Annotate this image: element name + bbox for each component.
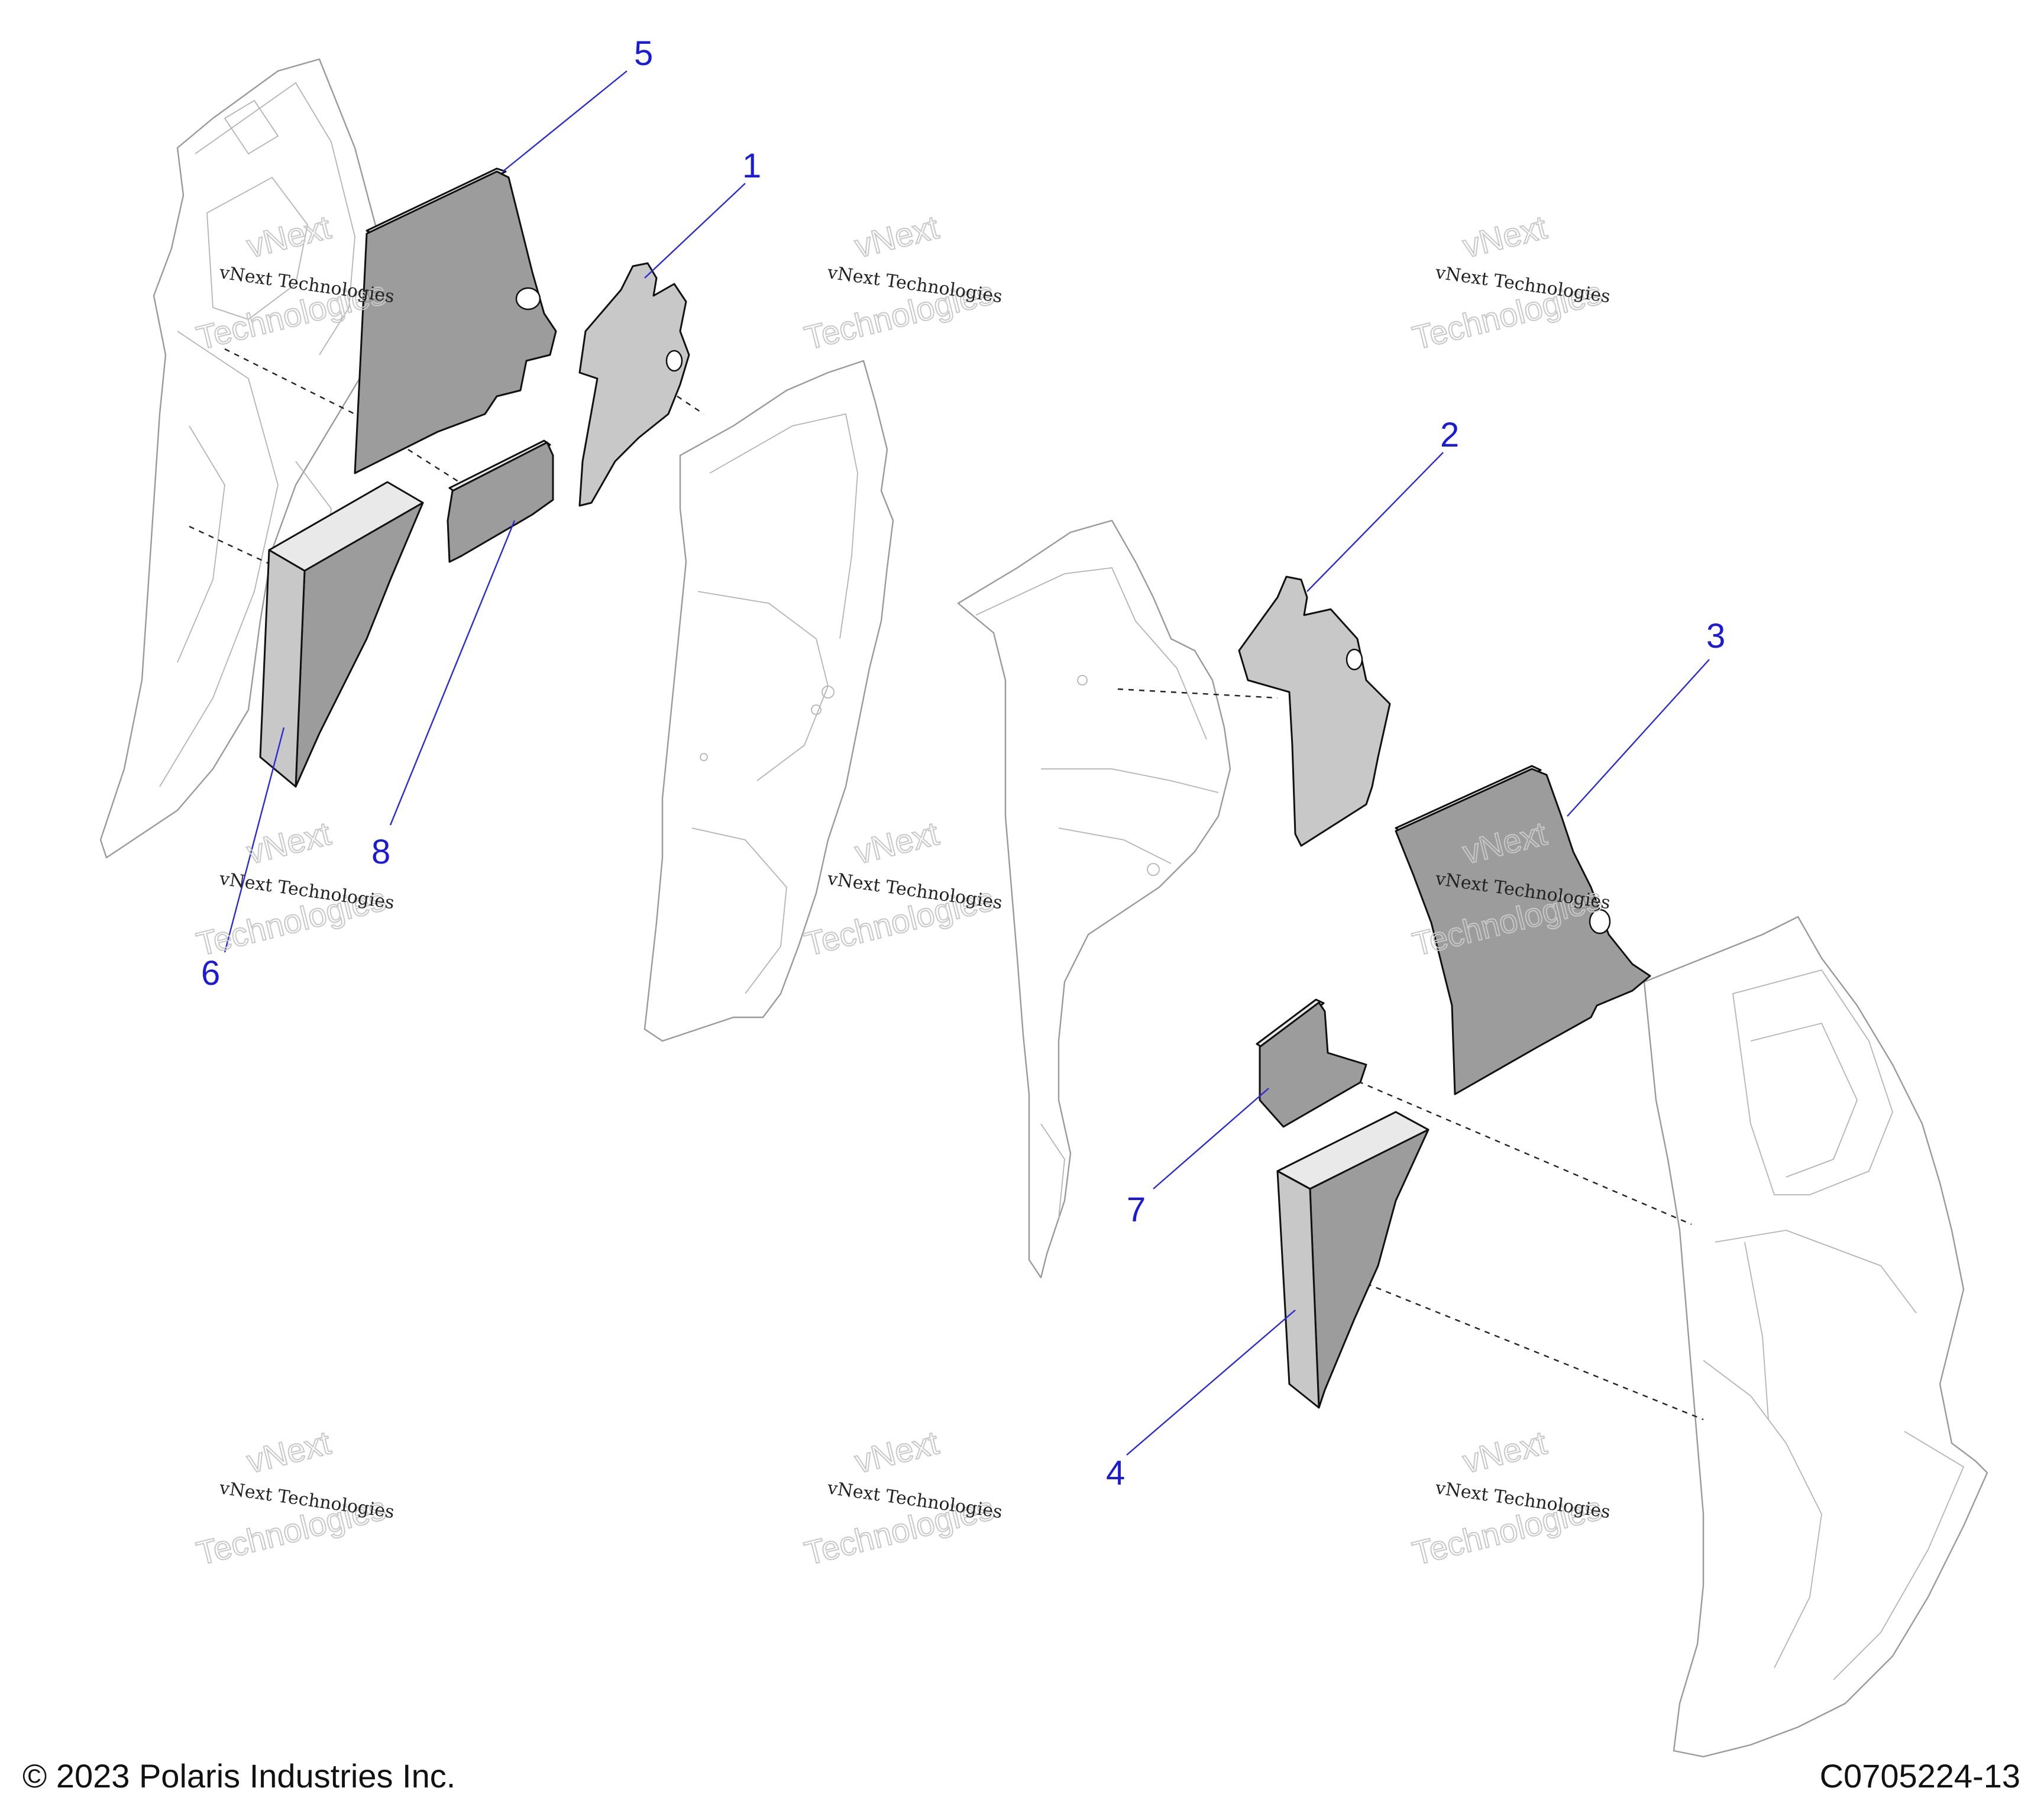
leader-line-6	[224, 727, 285, 953]
callout-4: 4	[1106, 1454, 1125, 1492]
callout-6: 6	[201, 954, 220, 992]
watermark: vNext Technologies vNext Technologies	[800, 1423, 1004, 1573]
svg-text:vNext: vNext	[1459, 1424, 1551, 1480]
part-4-pad	[1276, 1111, 1429, 1409]
part-6-pad	[259, 481, 424, 788]
svg-text:vNext: vNext	[243, 208, 335, 265]
callout-7: 7	[1127, 1191, 1146, 1229]
leader-line-4	[1126, 1310, 1296, 1456]
svg-text:vNext: vNext	[851, 814, 943, 871]
dash-line	[1117, 688, 1278, 699]
callout-labels: 1 2 3 4 5 6 7 8	[201, 34, 1725, 1492]
leader-line-1	[644, 183, 746, 279]
dash-line	[224, 348, 355, 415]
leader-line-7	[1153, 1088, 1269, 1189]
callout-1: 1	[742, 147, 761, 185]
svg-text:vNext: vNext	[851, 1424, 943, 1480]
center-left-panel-frame	[643, 360, 894, 1042]
part-2-pad	[1238, 576, 1391, 847]
leader-line-5	[502, 70, 628, 172]
dash-line	[1318, 1063, 1692, 1226]
dash-line	[1336, 1270, 1704, 1421]
svg-text:vNext: vNext	[851, 208, 943, 265]
part-3-pad	[1395, 765, 1651, 1095]
callout-3: 3	[1706, 617, 1725, 655]
callout-8: 8	[371, 833, 390, 871]
center-right-panel-frame	[957, 519, 1231, 1279]
leader-line-8	[389, 520, 516, 826]
callout-5: 5	[634, 34, 653, 73]
copyright-text: © 2023 Polaris Industries Inc.	[22, 1757, 456, 1795]
part-5-pad	[354, 167, 557, 474]
watermark: vNext Technologies vNext Technologies	[192, 814, 396, 964]
watermark: vNext Technologies vNext Technologies	[800, 814, 1004, 964]
part-7-pad	[1256, 998, 1367, 1128]
right-door-frame	[1643, 916, 1988, 1758]
left-door-frame	[99, 58, 386, 859]
svg-text:vNext: vNext	[243, 1424, 335, 1480]
leader-line-3	[1567, 659, 1710, 817]
leader-line-2	[1306, 452, 1444, 592]
svg-text:vNext: vNext	[1459, 208, 1551, 265]
leader-lines	[224, 70, 1710, 1456]
callout-2: 2	[1440, 416, 1459, 454]
part-8-pad	[447, 439, 554, 563]
part-1-pad	[578, 262, 690, 507]
drawing-number: C0705224-13	[1819, 1757, 2020, 1795]
watermark: vNext Technologies vNext Technologies	[1408, 208, 1612, 357]
watermark: vNext Technologies vNext Technologies	[800, 208, 1004, 357]
watermark: vNext Technologies vNext Technologies	[192, 1423, 396, 1573]
svg-text:vNext: vNext	[243, 814, 335, 871]
watermark: vNext Technologies vNext Technologies	[1408, 1423, 1612, 1573]
